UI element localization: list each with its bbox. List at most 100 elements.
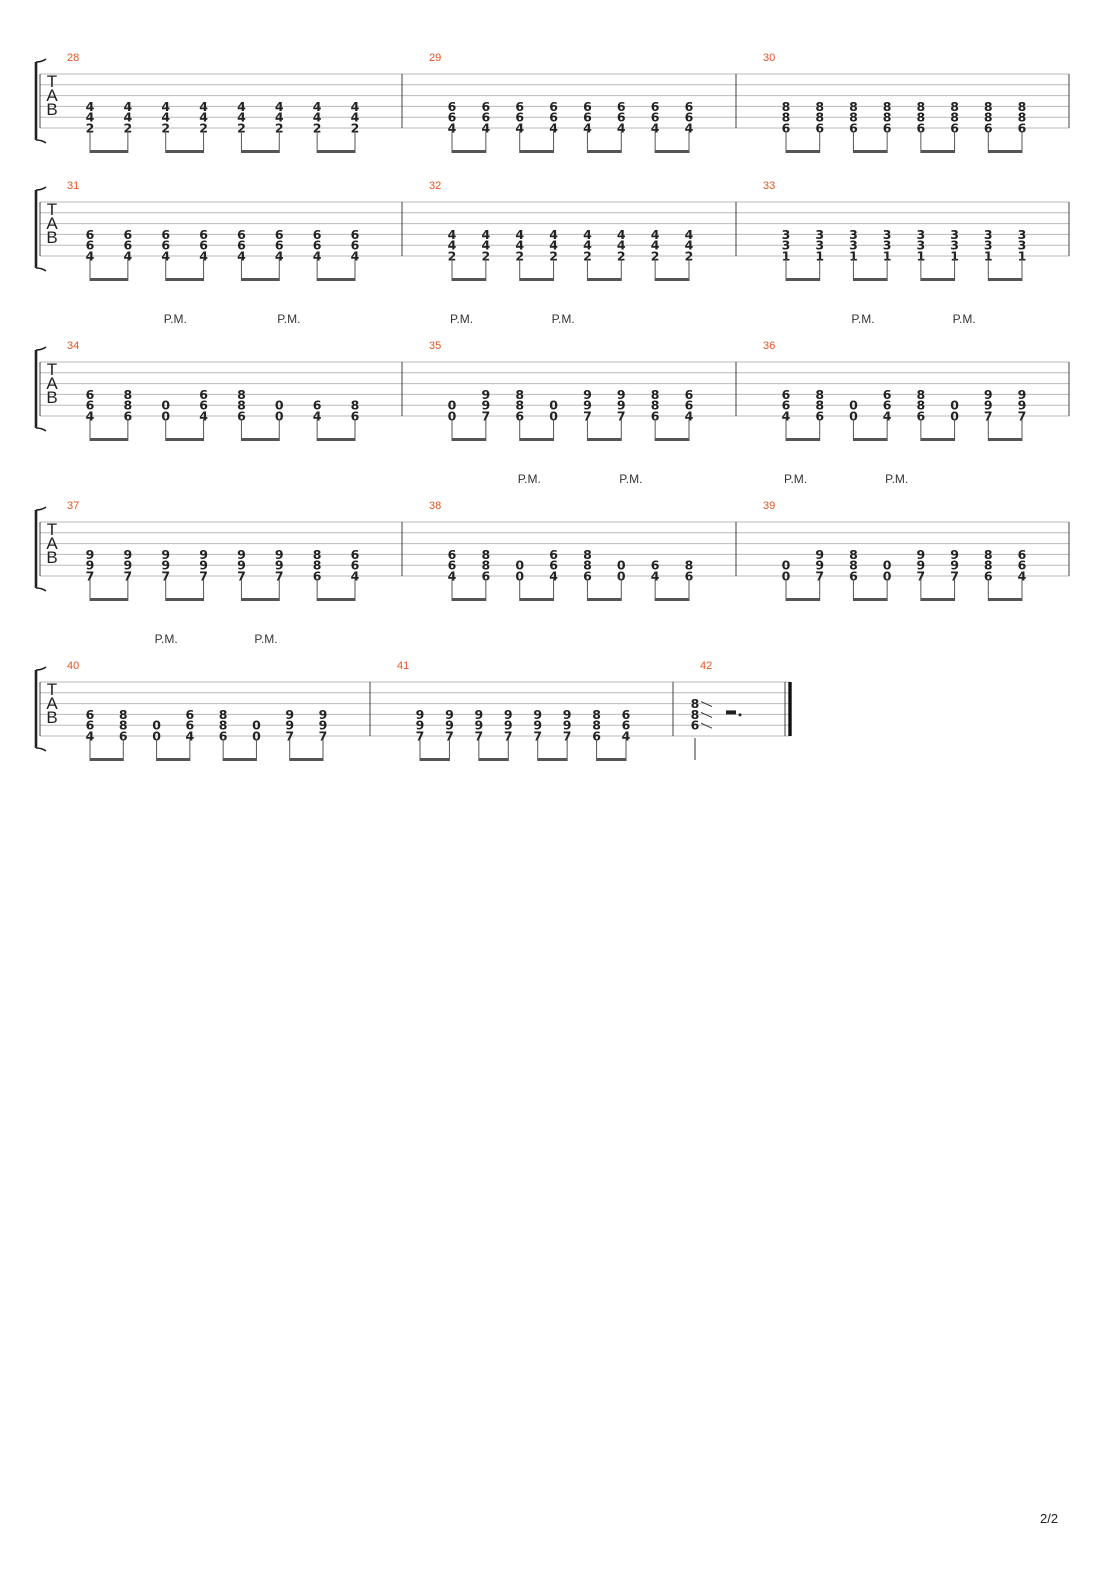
fret-number: 2 <box>124 121 133 136</box>
fret-number: 8 <box>782 99 791 114</box>
fret-number: 8 <box>685 558 694 573</box>
fret-number: 9 <box>482 398 491 413</box>
fret-number: 6 <box>549 99 558 114</box>
fret-number: 6 <box>124 238 133 253</box>
tab-clef-a: A <box>46 534 58 553</box>
fret-number: 9 <box>199 558 208 573</box>
fret-number: 6 <box>549 110 558 125</box>
fret-number: 4 <box>351 110 360 125</box>
fret-number: 6 <box>86 707 95 722</box>
fret-number: 9 <box>563 707 572 722</box>
fret-number: 4 <box>583 121 592 136</box>
fret-number: 2 <box>351 121 360 136</box>
fret-number: 4 <box>651 227 660 242</box>
fret-number: 1 <box>883 249 892 264</box>
fret-number: 6 <box>482 110 491 125</box>
fret-number: 7 <box>161 569 170 584</box>
tab-clef-b: B <box>46 708 57 727</box>
measure-number: 40 <box>67 660 79 672</box>
fret-number: 0 <box>849 409 858 424</box>
beam <box>90 598 128 601</box>
tab-clef-t: T <box>47 360 57 379</box>
fret-number: 9 <box>563 718 572 733</box>
palm-mute-label: P.M. <box>953 312 976 326</box>
fret-number: 3 <box>1018 227 1027 242</box>
fret-number: 9 <box>319 707 328 722</box>
fret-number: 7 <box>275 569 284 584</box>
slide-out-line <box>700 722 713 729</box>
beam <box>655 150 689 153</box>
fret-number: 7 <box>124 569 133 584</box>
fret-number: 1 <box>1018 249 1027 264</box>
fret-number: 6 <box>482 99 491 114</box>
fret-number: 0 <box>275 398 284 413</box>
fret-number: 8 <box>119 718 128 733</box>
fret-number: 9 <box>161 547 170 562</box>
fret-number: 6 <box>199 387 208 402</box>
fret-number: 3 <box>849 227 858 242</box>
fret-number: 9 <box>482 387 491 402</box>
fret-number: 8 <box>849 547 858 562</box>
fret-number: 8 <box>1018 110 1027 125</box>
fret-number: 9 <box>124 547 133 562</box>
beam <box>241 278 280 281</box>
fret-number: 4 <box>313 110 322 125</box>
fret-number: 7 <box>984 409 993 424</box>
fret-number: 8 <box>984 110 993 125</box>
fret-number: 8 <box>815 387 824 402</box>
fret-number: 6 <box>984 569 993 584</box>
fret-number: 4 <box>549 227 558 242</box>
fret-number: 8 <box>482 547 491 562</box>
fret-number: 6 <box>237 409 246 424</box>
beam <box>90 758 124 761</box>
fret-number: 4 <box>237 249 246 264</box>
fret-number: 8 <box>691 707 700 722</box>
fret-number: 8 <box>984 99 993 114</box>
fret-number: 6 <box>199 238 208 253</box>
tab-clef-t: T <box>47 200 57 219</box>
fret-number: 0 <box>883 569 892 584</box>
measure-number: 28 <box>67 52 79 64</box>
fret-number: 9 <box>533 707 542 722</box>
fret-number: 2 <box>617 249 626 264</box>
fret-number: 4 <box>515 227 524 242</box>
beam <box>165 150 204 153</box>
fret-number: 8 <box>237 398 246 413</box>
fret-number: 6 <box>351 227 360 242</box>
fret-number: 9 <box>445 718 454 733</box>
fret-number: 4 <box>161 99 170 114</box>
fret-number: 4 <box>237 110 246 125</box>
fret-number: 6 <box>351 409 360 424</box>
fret-number: 9 <box>917 547 926 562</box>
fret-number: 4 <box>583 227 592 242</box>
fret-number: 8 <box>815 398 824 413</box>
fret-number: 6 <box>1018 547 1027 562</box>
fret-number: 6 <box>1018 121 1027 136</box>
fret-number: 8 <box>950 99 959 114</box>
fret-number: 8 <box>515 398 524 413</box>
beam <box>478 758 509 761</box>
fret-number: 4 <box>237 99 246 114</box>
fret-number: 4 <box>448 238 457 253</box>
measure-number: 39 <box>763 500 775 512</box>
fret-number: 9 <box>815 547 824 562</box>
fret-number: 4 <box>617 121 626 136</box>
fret-number: 6 <box>86 398 95 413</box>
measure-number: 37 <box>67 500 79 512</box>
fret-number: 7 <box>199 569 208 584</box>
fret-number: 8 <box>313 558 322 573</box>
beam <box>786 150 820 153</box>
fret-number: 2 <box>515 249 524 264</box>
bracket-bottom-hook <box>35 587 47 592</box>
fret-number: 9 <box>86 547 95 562</box>
fret-number: 0 <box>515 558 524 573</box>
fret-number: 0 <box>152 718 161 733</box>
fret-number: 4 <box>351 569 360 584</box>
fret-number: 0 <box>161 398 170 413</box>
palm-mute-label: P.M. <box>450 312 473 326</box>
slide-out-line <box>700 701 713 708</box>
fret-number: 4 <box>313 409 322 424</box>
fret-number: 9 <box>475 718 484 733</box>
fret-number: 8 <box>782 110 791 125</box>
fret-number: 6 <box>592 729 601 744</box>
